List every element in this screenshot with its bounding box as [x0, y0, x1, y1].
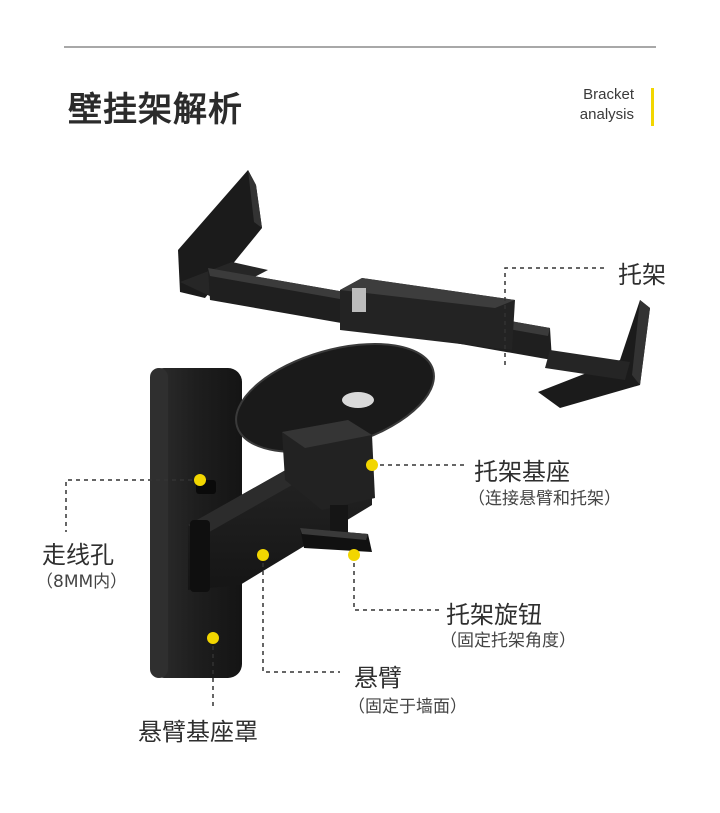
subtitle-line-1: Bracket: [583, 86, 634, 103]
callout-cable-hole: 走线孔: [42, 541, 114, 569]
bracket-knob: [300, 505, 372, 552]
callout-arm-note: （固定于墙面）: [348, 697, 467, 717]
leader-arm: [262, 555, 340, 673]
callout-tray-base: 托架基座: [474, 458, 570, 486]
top-divider: [64, 46, 656, 48]
callout-knob: 托架旋钮: [446, 601, 542, 629]
page-title: 壁挂架解析: [68, 90, 243, 130]
callout-tray: 托架: [618, 261, 666, 289]
bracket-base-block: [282, 420, 375, 510]
accent-bar: [651, 88, 654, 126]
leader-cable-hole: [65, 479, 200, 532]
page-subtitle: Bracket analysis: [580, 85, 634, 125]
leader-tray: [504, 267, 606, 365]
dot-arm: [257, 549, 269, 561]
callout-arm: 悬臂: [354, 664, 402, 692]
leader-lines: [65, 267, 606, 708]
dot-arm-cover: [207, 632, 219, 644]
dot-cable-hole: [194, 474, 206, 486]
marker-dots: [194, 459, 378, 644]
swivel-disc: [235, 342, 435, 454]
subtitle-line-2: analysis: [579, 106, 634, 123]
dot-knob: [348, 549, 360, 561]
dot-tray-base: [366, 459, 378, 471]
tray-frame: [178, 170, 650, 408]
callout-knob-note: （固定托架角度）: [440, 631, 576, 651]
callout-cable-hole-note: （8MM内）: [36, 572, 128, 592]
callout-tray-base-note: （连接悬臂和托架）: [468, 489, 621, 509]
callout-arm-base-cover: 悬臂基座罩: [138, 718, 258, 746]
leader-knob: [353, 555, 440, 611]
